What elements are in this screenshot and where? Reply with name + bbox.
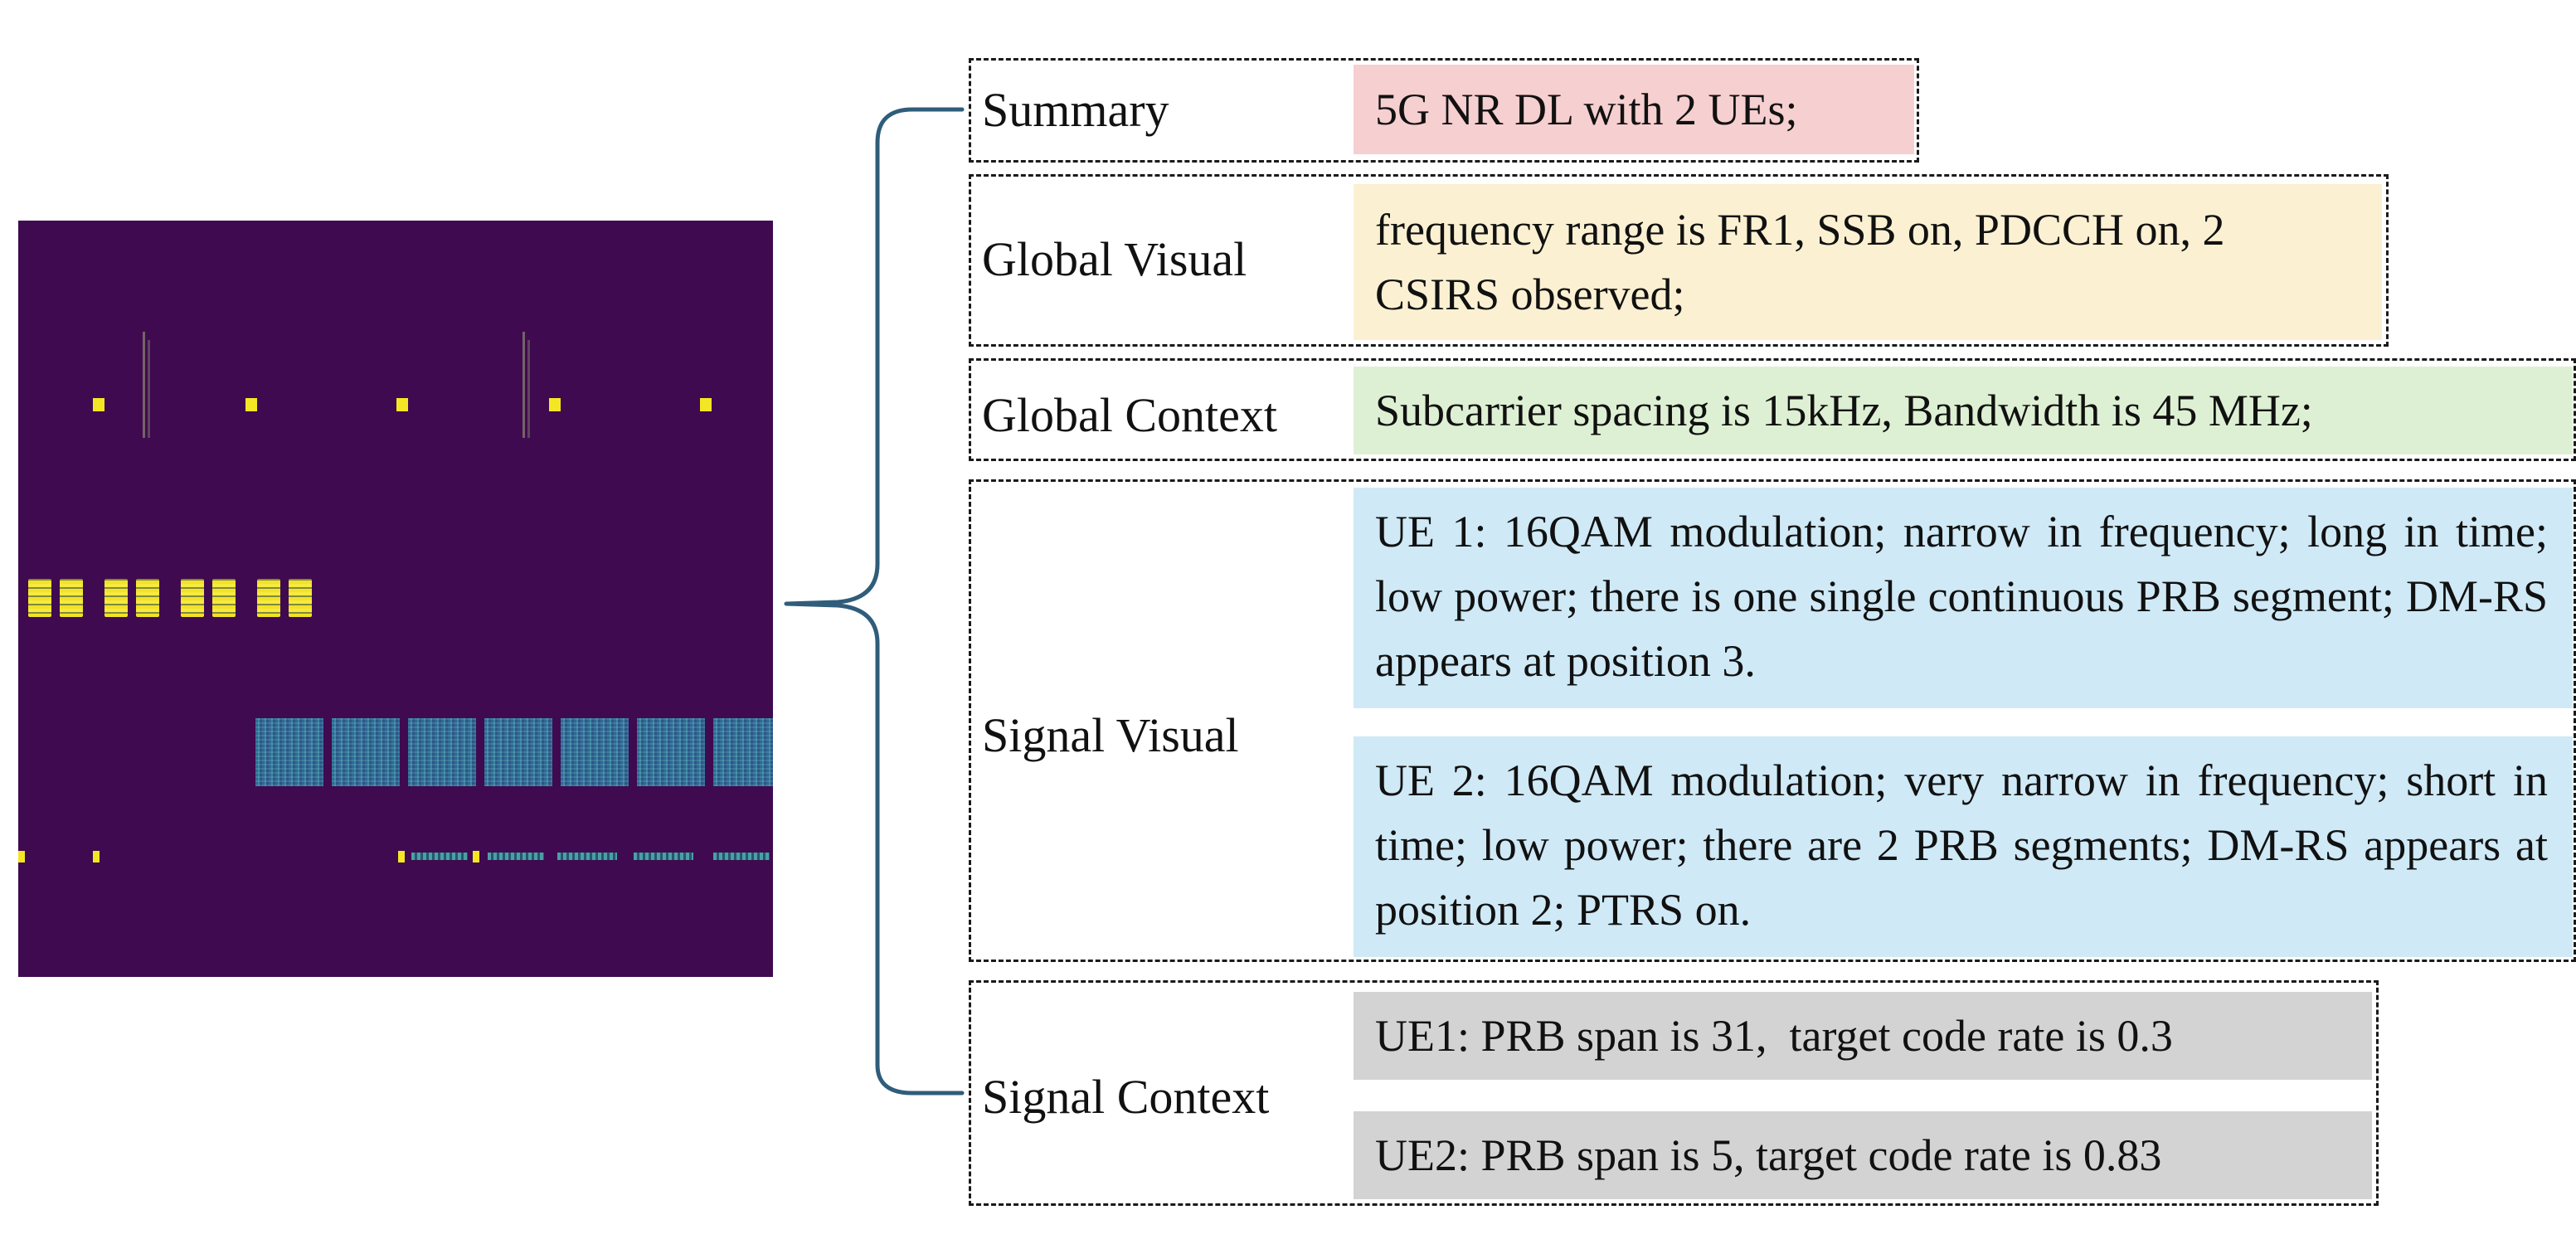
pdsch-block xyxy=(561,718,629,786)
ue1-burst xyxy=(257,579,280,617)
global-visual-text: frequency range is FR1, SSB on, PDCCH on… xyxy=(1354,184,2382,340)
spectrogram-image xyxy=(18,221,773,977)
ue1-burst xyxy=(181,579,204,617)
summary-label: Summary xyxy=(982,83,1169,137)
ue2-context-text: UE2: PRB span is 5, target code rate is … xyxy=(1354,1111,2372,1199)
pdsch-block xyxy=(713,718,773,786)
pdsch-block xyxy=(408,718,476,786)
global-context-label: Global Context xyxy=(982,388,1278,442)
csirs-tick xyxy=(148,340,150,438)
dmrs-marker xyxy=(93,851,100,862)
ssb-marker xyxy=(93,398,104,411)
pdsch-block xyxy=(255,718,323,786)
dmrs-marker xyxy=(473,851,479,862)
brace-path xyxy=(784,107,965,1096)
signal-context-label: Signal Context xyxy=(982,1070,1270,1124)
ptrs-line xyxy=(488,853,544,860)
ptrs-line xyxy=(411,853,468,860)
csirs-tick xyxy=(527,340,530,438)
summary-text: 5G NR DL with 2 UEs; xyxy=(1354,65,1914,154)
signal-visual-label: Signal Visual xyxy=(982,708,1239,762)
global-context-text: Subcarrier spacing is 15kHz, Bandwidth i… xyxy=(1354,367,2573,454)
csirs-tick xyxy=(143,332,145,438)
ue1-burst xyxy=(289,579,312,617)
dmrs-marker xyxy=(398,851,405,862)
ptrs-line xyxy=(557,853,617,860)
global-visual-box xyxy=(969,174,2389,347)
ue2-visual-text: UE 2: 16QAM modulation; very narrow in f… xyxy=(1354,736,2573,957)
ue1-visual-text: UE 1: 16QAM modulation; narrow in freque… xyxy=(1354,488,2573,708)
pdsch-block xyxy=(637,718,705,786)
signal-visual-box xyxy=(969,479,2576,962)
signal-context-box xyxy=(969,980,2379,1206)
global-visual-label: Global Visual xyxy=(982,232,1247,286)
ue1-context-text: UE1: PRB span is 31, target code rate is… xyxy=(1354,992,2372,1080)
ue1-burst xyxy=(136,579,159,617)
ptrs-line xyxy=(634,853,693,860)
ue1-burst xyxy=(104,579,128,617)
ue1-burst xyxy=(212,579,236,617)
ue1-burst xyxy=(28,579,51,617)
ssb-marker xyxy=(245,398,257,411)
pdsch-block xyxy=(332,718,400,786)
summary-box xyxy=(969,58,1919,163)
pdsch-block xyxy=(484,718,552,786)
ue1-burst xyxy=(60,579,83,617)
dmrs-marker xyxy=(18,851,25,862)
ptrs-line xyxy=(713,853,770,860)
ssb-marker xyxy=(396,398,408,411)
csirs-tick xyxy=(522,332,525,438)
ssb-marker xyxy=(700,398,712,411)
global-context-box xyxy=(969,358,2576,461)
ssb-marker xyxy=(549,398,561,411)
